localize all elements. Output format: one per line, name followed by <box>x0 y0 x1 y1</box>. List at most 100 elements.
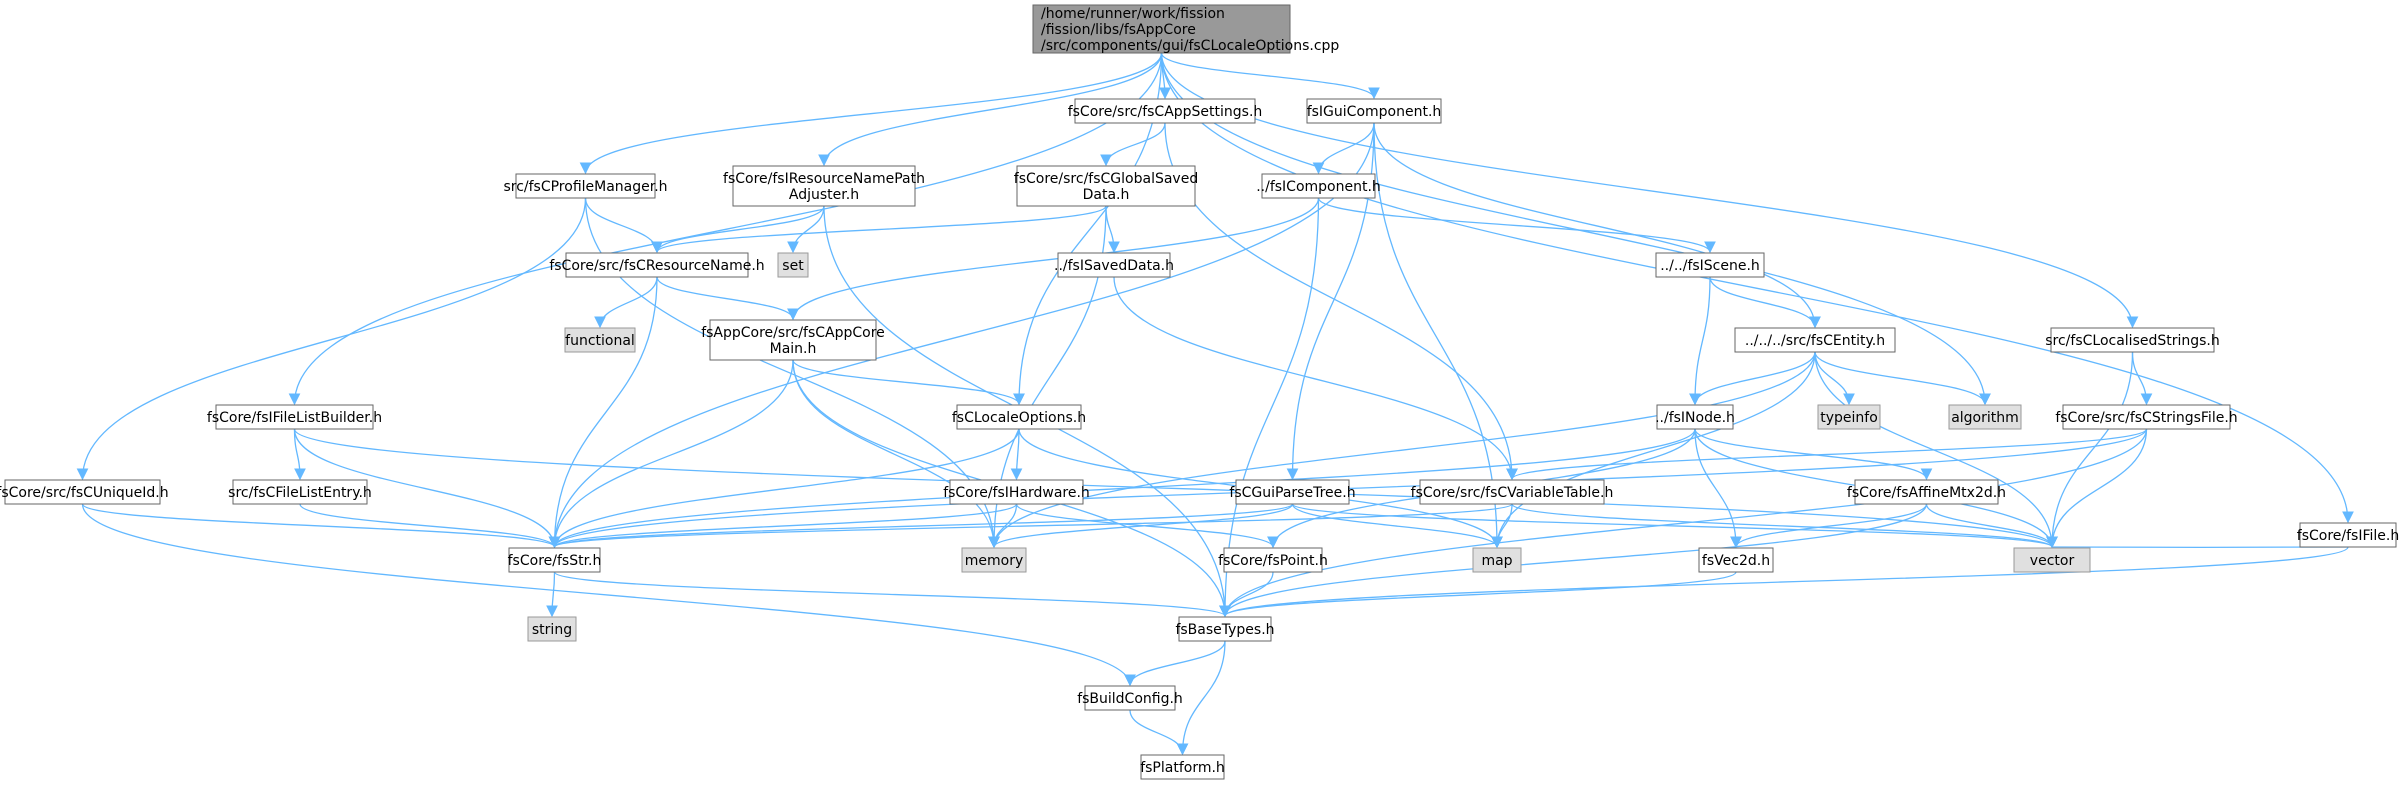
edge-appcoremain-to-memory <box>792 359 1000 549</box>
node-typeinfo[interactable]: typeinfo <box>1817 404 1881 430</box>
edge-basetypes-to-platform <box>1176 640 1226 756</box>
node-vector[interactable]: vector <box>2013 547 2091 573</box>
edge-affinemtx-to-vector <box>1925 503 2058 549</box>
node-map-box <box>1472 547 1522 573</box>
node-icomponent-label: ../fsIComponent.h <box>1256 179 1381 195</box>
node-localisedstrings[interactable]: src/fsCLocalisedStrings.h <box>2045 327 2220 353</box>
node-icomponent-box <box>1261 173 1376 199</box>
node-variabletable-box <box>1419 479 1605 505</box>
node-resname[interactable]: fsCore/src/fsCResourceName.h <box>549 252 765 278</box>
node-stringsfile-box <box>2062 404 2231 430</box>
node-basetypes[interactable]: fsBaseTypes.h <box>1175 616 1275 642</box>
node-ihardware[interactable]: fsCore/fsIHardware.h <box>943 479 1090 505</box>
node-fspoint-label: fsCore/fsPoint.h <box>1218 553 1328 569</box>
node-typeinfo-box <box>1817 404 1881 430</box>
node-iscene-box <box>1655 252 1765 278</box>
node-fsstr[interactable]: fsCore/fsStr.h <box>508 547 602 573</box>
node-guiparsetree[interactable]: fsCGuiParseTree.h <box>1229 479 1356 505</box>
edge-uniqueid-to-buildconfig <box>81 503 1136 687</box>
node-iresnamepath-box <box>732 165 916 207</box>
node-fspoint[interactable]: fsCore/fsPoint.h <box>1218 547 1328 573</box>
node-string[interactable]: string <box>527 616 577 642</box>
edge-iresnamepath-to-set <box>787 205 825 254</box>
edge-appsettings-to-globalsaved <box>1100 122 1166 167</box>
node-map[interactable]: map <box>1472 547 1522 573</box>
edge-ihardware-to-fsstr <box>548 503 1018 549</box>
edge-guiparsetree-to-vector <box>1291 503 2058 549</box>
edge-inode-to-fsstr <box>548 428 1696 549</box>
node-profilemgr-label: src/fsCProfileManager.h <box>503 179 667 195</box>
node-basetypes-box <box>1178 616 1272 642</box>
edges-layer <box>76 52 2354 756</box>
node-stringsfile[interactable]: fsCore/src/fsCStringsFile.h <box>2055 404 2238 430</box>
node-affinemtx[interactable]: fsCore/fsAffineMtx2d.h <box>1847 479 2006 505</box>
node-localeoptions[interactable]: fsCLocaleOptions.h <box>952 404 1086 430</box>
node-root-box <box>1032 4 1291 54</box>
node-variabletable-label: fsCore/src/fsCVariableTable.h <box>1411 485 1614 501</box>
node-fsstr-label: fsCore/fsStr.h <box>508 553 602 569</box>
node-inode-label: ../fsINode.h <box>1655 410 1735 426</box>
node-ihardware-label: fsCore/fsIHardware.h <box>943 485 1090 501</box>
edge-localisedstrings-to-vector <box>2046 351 2134 549</box>
node-uniqueid[interactable]: fsCore/src/fsCUniqueId.h <box>0 479 169 505</box>
edge-stringsfile-to-variabletable <box>1506 428 2148 481</box>
node-isaveddata[interactable]: ../fsISavedData.h <box>1054 252 1174 278</box>
node-variabletable[interactable]: fsCore/src/fsCVariableTable.h <box>1411 479 1614 505</box>
node-buildconfig-label: fsBuildConfig.h <box>1077 691 1183 707</box>
node-ihardware-box <box>949 479 1084 505</box>
node-fsstr-box <box>508 547 601 573</box>
edge-localeoptions-to-fsstr <box>548 428 1020 549</box>
nodes-layer: /home/runner/work/fission/fission/libs/f… <box>0 4 2399 780</box>
node-localisedstrings-label: src/fsCLocalisedStrings.h <box>2045 333 2220 349</box>
edge-resname-to-fsstr <box>548 276 658 549</box>
node-vec2d[interactable]: fsVec2d.h <box>1698 547 1774 573</box>
edge-fspoint-to-basetypes <box>1219 571 1274 618</box>
node-iscene[interactable]: ../../fsIScene.h <box>1655 252 1765 278</box>
node-platform-box <box>1140 754 1225 780</box>
node-ifile[interactable]: fsCore/fsIFile.h <box>2297 522 2399 548</box>
node-iguicomp[interactable]: fsIGuiComponent.h <box>1306 98 1442 124</box>
node-memory[interactable]: memory <box>961 547 1027 573</box>
edge-variabletable-to-fsstr <box>549 503 1513 549</box>
node-inode[interactable]: ../fsINode.h <box>1655 404 1735 430</box>
node-profilemgr[interactable]: src/fsCProfileManager.h <box>503 173 668 199</box>
edge-root-to-iresnamepath <box>818 52 1163 167</box>
node-vector-box <box>2013 547 2091 573</box>
edge-iguicomp-to-centity <box>1373 122 1821 329</box>
node-memory-box <box>961 547 1027 573</box>
node-filelistentry[interactable]: src/fsCFileListEntry.h <box>228 479 372 505</box>
node-set[interactable]: set <box>777 252 809 278</box>
edge-stringsfile-to-vector <box>2046 428 2148 549</box>
edge-iresnamepath-to-resname <box>651 205 825 254</box>
node-root[interactable]: /home/runner/work/fission/fission/libs/f… <box>1032 4 1339 54</box>
edge-icomponent-to-basetypes <box>1219 197 1320 618</box>
edge-centity-to-map <box>1491 351 1816 549</box>
node-appsettings[interactable]: fsCore/src/fsCAppSettings.h <box>1068 98 1263 124</box>
edge-root-to-profilemgr <box>579 52 1163 175</box>
node-centity[interactable]: ../../../src/fsCEntity.h <box>1734 327 1896 353</box>
edge-uniqueid-to-fsstr <box>81 503 561 549</box>
edge-root-to-ifile <box>1160 52 2354 524</box>
node-fspoint-box <box>1223 547 1323 573</box>
node-uniqueid-box <box>4 479 161 505</box>
node-ifilelistbuilder[interactable]: fsCore/fsIFileListBuilder.h <box>207 404 382 430</box>
node-isaveddata-label: ../fsISavedData.h <box>1054 258 1174 274</box>
node-buildconfig-box <box>1084 685 1176 711</box>
node-localisedstrings-box <box>2050 327 2215 353</box>
node-buildconfig[interactable]: fsBuildConfig.h <box>1077 685 1183 711</box>
node-functional[interactable]: functional <box>564 327 636 353</box>
node-vec2d-label: fsVec2d.h <box>1702 553 1770 569</box>
edge-variabletable-to-map <box>1491 503 1513 549</box>
node-affinemtx-label: fsCore/fsAffineMtx2d.h <box>1847 485 2006 501</box>
node-algorithm[interactable]: algorithm <box>1948 404 2022 430</box>
node-icomponent[interactable]: ../fsIComponent.h <box>1256 173 1381 199</box>
node-ifilelistbuilder-label: fsCore/fsIFileListBuilder.h <box>207 410 382 426</box>
node-filelistentry-label: src/fsCFileListEntry.h <box>228 485 372 501</box>
edge-icomponent-to-appcoremain <box>787 197 1320 321</box>
node-platform[interactable]: fsPlatform.h <box>1140 754 1225 780</box>
node-ifilelistbuilder-box <box>215 404 374 430</box>
